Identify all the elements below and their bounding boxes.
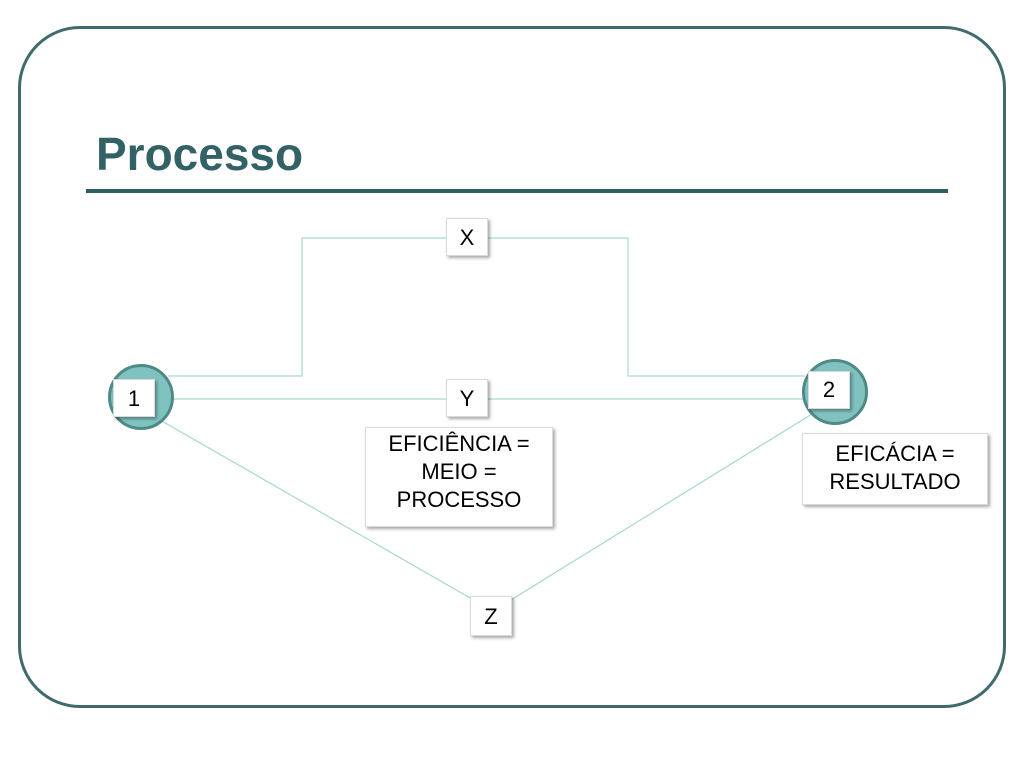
path-z-label: Z: [470, 596, 512, 636]
efficiency-note-line: MEIO =: [421, 459, 497, 484]
node-start-label: 1: [113, 379, 155, 417]
node-end-label: 2: [808, 371, 850, 409]
efficiency-note-line: PROCESSO: [396, 487, 522, 512]
slide-title: Processo: [96, 128, 304, 180]
efficiency-note: EFICIÊNCIA = MEIO = PROCESSO: [365, 427, 553, 527]
efficacy-note-line: RESULTADO: [829, 469, 961, 494]
connector-top-path: [168, 237, 805, 377]
title-underline: [86, 189, 948, 193]
efficiency-note-line: EFICIÊNCIA =: [388, 431, 530, 456]
path-y-label: Y: [446, 379, 488, 417]
efficacy-note: EFICÁCIA = RESULTADO: [802, 433, 988, 505]
slide-frame: [18, 26, 1006, 708]
efficacy-note-line: EFICÁCIA =: [835, 441, 955, 466]
path-x-label: X: [446, 218, 488, 256]
